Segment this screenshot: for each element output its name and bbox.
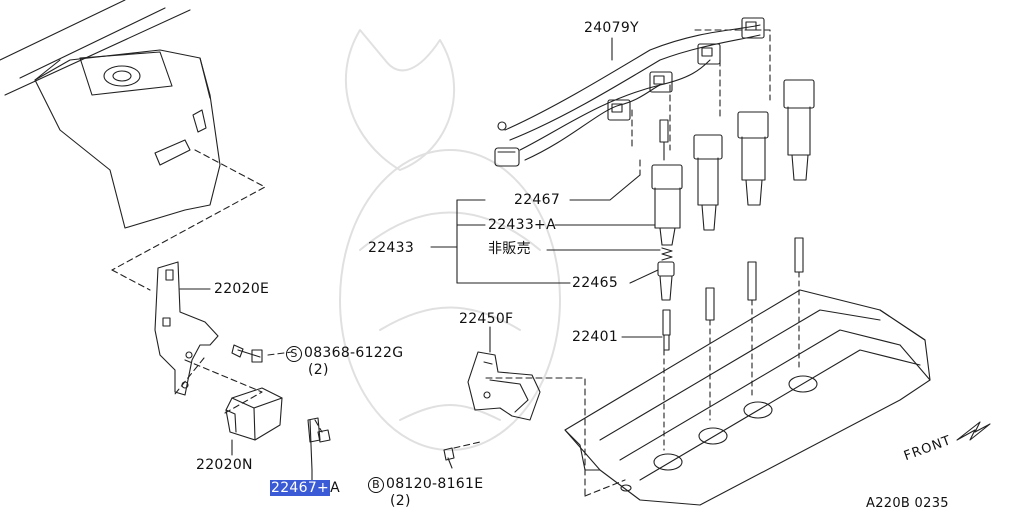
circle-b-icon: B [368, 477, 384, 493]
body-panel [0, 0, 221, 229]
bolt-s [231, 344, 263, 363]
bolt-sensor [307, 417, 331, 471]
bolt-b-number: 08120-8161E [386, 476, 484, 492]
label-highlight[interactable]: 22467+A [270, 480, 340, 496]
bracket-22020e [154, 261, 219, 396]
guide-lines [111, 29, 771, 497]
highlighted-part-number[interactable]: 22467+ [270, 480, 331, 496]
label-bracket-e: 22020E [214, 281, 270, 297]
leader-lines [179, 37, 663, 481]
label-not-sold: 非販売 [488, 241, 531, 257]
diagram-id: A220B 0235 [866, 496, 949, 511]
highlight-suffix: A [330, 480, 340, 496]
sensor-22020n [225, 387, 283, 441]
circle-s-icon: S [286, 346, 302, 362]
label-bracket-f: 22450F [459, 311, 514, 327]
bracket-22450f [467, 351, 541, 421]
bolt-s-number: 08368-6122G [304, 345, 404, 361]
label-spring: 22465 [572, 275, 619, 291]
label-coil: 22467 [514, 192, 561, 208]
label-harness: 24079Y [584, 20, 639, 36]
label-plug: 22401 [572, 329, 619, 345]
bolt-b [443, 447, 455, 469]
label-sensor: 22020N [196, 457, 253, 473]
cylinder-head-cover [564, 289, 931, 506]
harness-24079y [494, 17, 765, 167]
front-arrow-icon [956, 421, 991, 441]
label-bolt-s-qty: (2) [308, 362, 329, 378]
ignition-coils [651, 79, 815, 351]
label-bolt-b-qty: (2) [390, 493, 411, 509]
label-boot: 22433+A [488, 217, 556, 233]
coil-guide-lines [663, 271, 800, 451]
washer [620, 484, 632, 492]
label-assy: 22433 [368, 240, 415, 256]
watermark [339, 29, 561, 451]
